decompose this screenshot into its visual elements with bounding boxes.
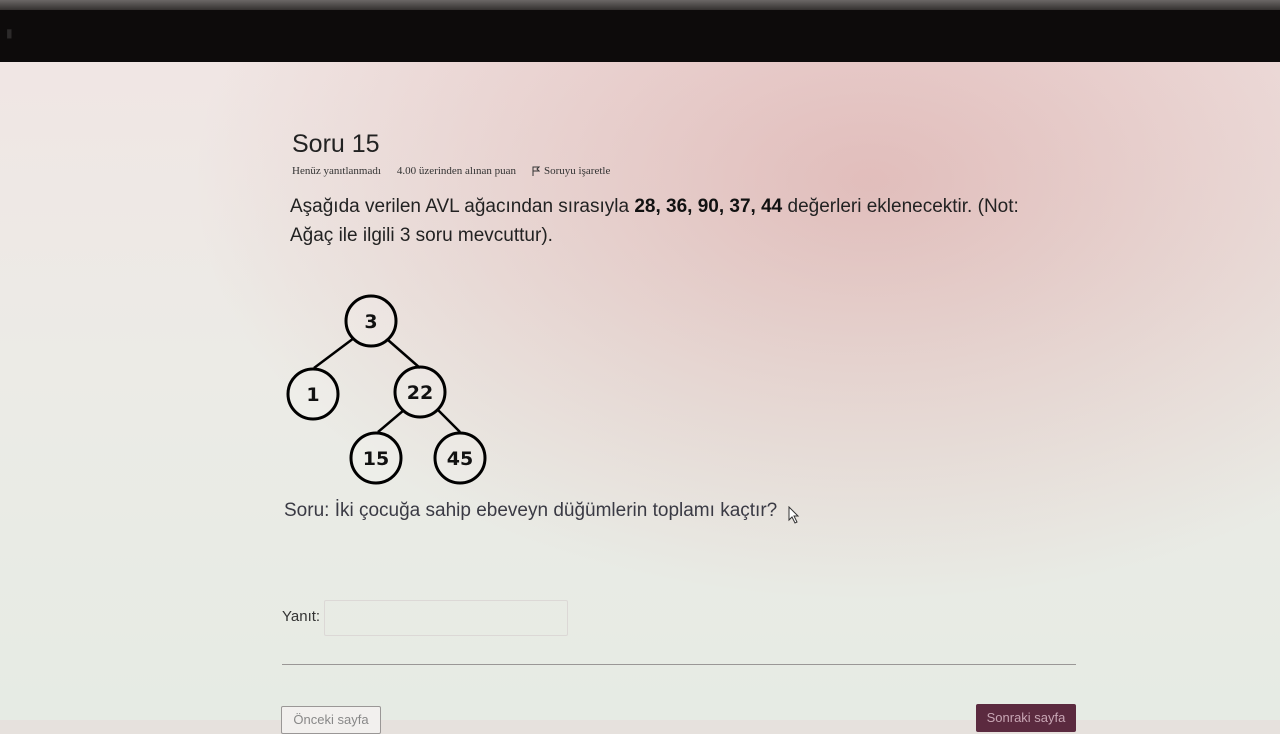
question-title: Soru 15 bbox=[292, 130, 380, 158]
flag-question-label: Soruyu işaretle bbox=[544, 165, 611, 177]
flag-question-link[interactable]: Soruyu işaretle bbox=[532, 165, 610, 177]
answer-input[interactable] bbox=[324, 600, 568, 636]
tree-node-22-circle bbox=[393, 365, 447, 419]
answer-label: Yanıt: bbox=[282, 608, 321, 625]
site-logo-icon[interactable]: ▮ bbox=[6, 26, 13, 40]
sub-question-text: Soru: İki çocuğa sahip ebeveyn düğümleri… bbox=[284, 500, 778, 521]
next-page-button[interactable]: Sonraki sayfa bbox=[976, 704, 1076, 732]
quiz-page bbox=[0, 62, 1280, 720]
tree-edge-3-22 bbox=[387, 339, 421, 369]
tree-node-15: 15 bbox=[363, 448, 389, 470]
tree-edge-3-1 bbox=[313, 337, 355, 369]
top-navbar: ▮ bbox=[0, 10, 1280, 66]
tree-node-45-circle bbox=[433, 431, 487, 485]
previous-page-button[interactable]: Önceki sayfa bbox=[281, 706, 381, 734]
question-points: 4.00 üzerinden alınan puan bbox=[396, 165, 517, 177]
tree-node-1-circle bbox=[286, 367, 340, 421]
question-text-note: değerleri eklenecektir. (Not: Ağaç ile i… bbox=[290, 196, 1019, 246]
section-divider bbox=[282, 664, 1076, 665]
avl-tree-diagram: 3 1 22 15 45 bbox=[286, 294, 487, 485]
tree-node-1: 1 bbox=[306, 384, 319, 406]
tree-node-15-circle bbox=[349, 431, 403, 485]
flag-icon bbox=[532, 166, 541, 176]
screen-bezel bbox=[0, 0, 1280, 12]
question-info: Henüz yanıtlanmadı 4.00 üzerinden alınan… bbox=[292, 165, 610, 177]
tree-edge-22-45 bbox=[437, 409, 461, 433]
tree-node-22: 22 bbox=[407, 382, 433, 404]
mouse-cursor-icon bbox=[788, 506, 800, 524]
tree-node-45: 45 bbox=[447, 448, 473, 470]
tree-edge-22-15 bbox=[377, 409, 405, 433]
question-text-intro: Aşağıda verilen AVL ağacından sırasıyla bbox=[290, 196, 635, 217]
tree-node-3-circle bbox=[344, 294, 398, 348]
tree-node-3: 3 bbox=[364, 311, 377, 333]
question-status: Henüz yanıtlanmadı bbox=[292, 165, 381, 177]
question-text-values: 28, 36, 90, 37, 44 bbox=[634, 196, 783, 217]
question-text: Aşağıda verilen AVL ağacından sırasıyla … bbox=[290, 192, 1050, 250]
